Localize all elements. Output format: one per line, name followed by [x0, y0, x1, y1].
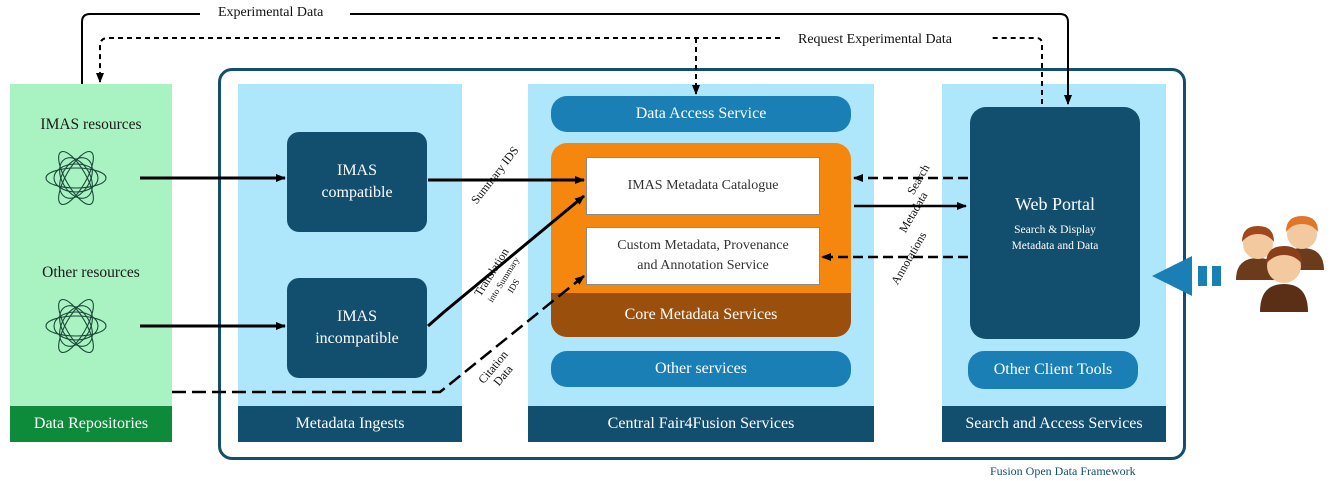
- web-portal-subtitle: Search & Display Metadata and Data: [1012, 223, 1099, 254]
- data-repositories-column: Data Repositories: [10, 84, 172, 442]
- search-access-footer: Search and Access Services: [942, 406, 1166, 442]
- translation-arrow: [427, 194, 585, 328]
- imas-compatible-line2: compatible: [321, 184, 393, 201]
- other-services: Other services: [551, 351, 851, 387]
- custom-metadata-line1: Custom Metadata, Provenance: [617, 237, 789, 253]
- imas-resources-label: IMAS resources: [40, 116, 142, 133]
- data-access-service: Data Access Service: [551, 96, 851, 132]
- web-portal-box: Web Portal Search & Display Metadata and…: [970, 107, 1140, 339]
- user-access-arrow-icon: [1152, 256, 1221, 296]
- atom-icon: [45, 298, 107, 354]
- framework-label: Fusion Open Data Framework: [990, 464, 1136, 478]
- web-portal-sub2: Metadata and Data: [1011, 239, 1099, 252]
- metadata-ingests-footer: Metadata Ingests: [238, 406, 462, 442]
- citation-data-arrow: [172, 275, 585, 394]
- data-repositories-footer: Data Repositories: [10, 406, 172, 442]
- imas-compatible-line1: IMAS: [336, 161, 377, 179]
- web-portal-title: Web Portal: [1014, 193, 1096, 214]
- central-services-footer: Central Fair4Fusion Services: [528, 406, 874, 442]
- users-icon: [1236, 216, 1324, 312]
- web-portal-sub1: Search & Display: [1014, 224, 1096, 237]
- other-resources-label: Other resources: [42, 264, 140, 281]
- atom-icon: [45, 150, 107, 206]
- request-experimental-data-label: Request Experimental Data: [790, 31, 960, 49]
- imas-incompatible-box: IMAS incompatible: [287, 278, 427, 378]
- core-metadata-services-label: Core Metadata Services: [551, 293, 851, 337]
- experimental-data-label: Experimental Data: [210, 4, 332, 22]
- imas-metadata-catalogue: IMAS Metadata Catalogue: [586, 157, 820, 215]
- other-client-tools: Other Client Tools: [968, 351, 1138, 389]
- experimental-data-arrow: [81, 13, 1068, 104]
- imas-incompatible-line1: IMAS: [336, 307, 377, 325]
- custom-metadata-service: Custom Metadata, Provenance and Annotati…: [586, 227, 820, 285]
- custom-metadata-line2: and Annotation Service: [637, 258, 769, 273]
- imas-compatible-box: IMAS compatible: [287, 132, 427, 232]
- request-data-arrow: [100, 37, 1043, 104]
- imas-incompatible-line2: incompatible: [315, 330, 399, 347]
